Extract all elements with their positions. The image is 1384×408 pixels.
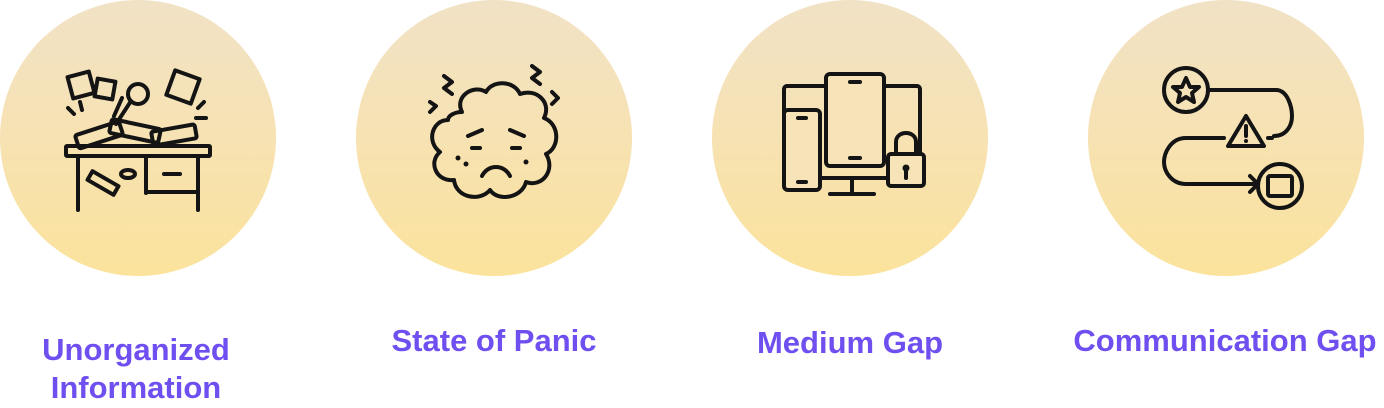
feature-communication-gap: Communication Gap	[1066, 0, 1377, 408]
icon-circle	[356, 0, 632, 276]
icon-circle	[1088, 0, 1364, 276]
feature-unorganized-information: Unorganized Information	[0, 0, 300, 408]
feature-label: Unorganized Information	[42, 332, 230, 405]
stressed-brain-icon	[428, 64, 560, 199]
feature-state-of-panic: State of Panic	[356, 0, 656, 408]
feature-label: State of Panic	[391, 323, 597, 358]
icon-circle	[712, 0, 988, 276]
broken-process-flow-icon	[1162, 66, 1304, 210]
feature-label: Medium Gap	[756, 325, 943, 360]
icon-circle	[0, 0, 276, 276]
locked-devices-icon	[782, 72, 926, 196]
feature-label: Communication Gap	[1073, 323, 1377, 358]
feature-medium-gap: Medium Gap	[712, 0, 1012, 408]
messy-desk-icon	[64, 68, 212, 212]
